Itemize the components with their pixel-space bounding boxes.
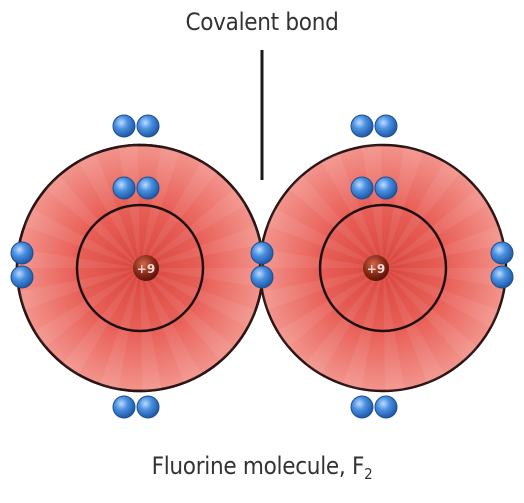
shared-electron-pair (250, 241, 274, 289)
left-nucleus-charge: +9 (137, 262, 155, 276)
shading-ray (140, 184, 252, 268)
shading-ray (383, 268, 406, 391)
shading-ray (283, 169, 383, 268)
shading-ray (260, 247, 383, 268)
right-atom-radial-shading (260, 145, 506, 391)
shading-ray (140, 268, 240, 367)
electron (112, 114, 136, 138)
shading-ray (97, 268, 140, 391)
electron (136, 114, 160, 138)
electron (374, 114, 398, 138)
shading-ray (140, 223, 263, 268)
shading-ray (383, 155, 465, 268)
left-nucleus: +9 (133, 255, 159, 281)
electron (350, 176, 374, 200)
caption-subscript: 2 (364, 465, 373, 483)
electron (136, 176, 160, 200)
electron (374, 395, 398, 419)
left-outer-left-electron-pair (10, 241, 34, 289)
right-outer-right-electron-pair (490, 241, 514, 289)
shading-ray (260, 268, 383, 313)
shading-ray (271, 268, 383, 352)
left-outer-top-electron-pair (112, 114, 160, 138)
caption-text: Fluorine molecule, F (151, 452, 365, 480)
right-nucleus-charge: +9 (367, 262, 385, 276)
left-outer-bottom-electron-pair (112, 395, 160, 419)
left-atom-radial-shading (17, 145, 263, 391)
electron (112, 395, 136, 419)
left-atom-inner-shell (75, 203, 205, 333)
electron (10, 265, 34, 289)
shading-ray (40, 169, 140, 268)
shading-ray (140, 268, 263, 289)
shading-ray (17, 247, 140, 268)
shading-ray (383, 184, 495, 268)
shading-ray (75, 146, 140, 268)
shading-ray (383, 268, 483, 367)
shading-ray (28, 268, 140, 352)
shading-ray (140, 268, 263, 332)
shading-ray (140, 268, 205, 390)
electron (136, 395, 160, 419)
electron (112, 176, 136, 200)
shading-ray (140, 268, 163, 391)
right-outer-top-electron-pair (350, 114, 398, 138)
electron (350, 114, 374, 138)
electron (250, 241, 274, 265)
left-inner-electron-pair (112, 176, 160, 200)
electron (10, 241, 34, 265)
shading-ray (140, 155, 222, 268)
right-outer-bottom-electron-pair (350, 395, 398, 419)
right-nucleus: +9 (363, 255, 389, 281)
shading-ray (383, 145, 426, 268)
electron (490, 241, 514, 265)
shading-ray (58, 268, 140, 381)
electrons-layer (10, 114, 514, 419)
shading-ray (318, 146, 383, 268)
shading-ray (360, 145, 383, 268)
shading-ray (383, 223, 506, 268)
right-atom-inner-shell (318, 203, 448, 333)
shading-ray (140, 145, 183, 268)
electron (490, 265, 514, 289)
shading-ray (383, 268, 448, 390)
molecule-caption: Fluorine molecule, F2 (0, 452, 524, 483)
electron (374, 176, 398, 200)
shading-ray (301, 268, 383, 381)
electron (350, 395, 374, 419)
shading-ray (340, 268, 383, 391)
covalent-bond-label: Covalent bond (185, 8, 339, 36)
shading-ray (17, 268, 140, 313)
shading-ray (383, 268, 506, 289)
shading-ray (383, 268, 506, 332)
electron (250, 265, 274, 289)
shading-ray (117, 145, 140, 268)
shading-ray (17, 204, 141, 268)
shading-ray (260, 204, 383, 268)
right-inner-electron-pair (350, 176, 398, 200)
